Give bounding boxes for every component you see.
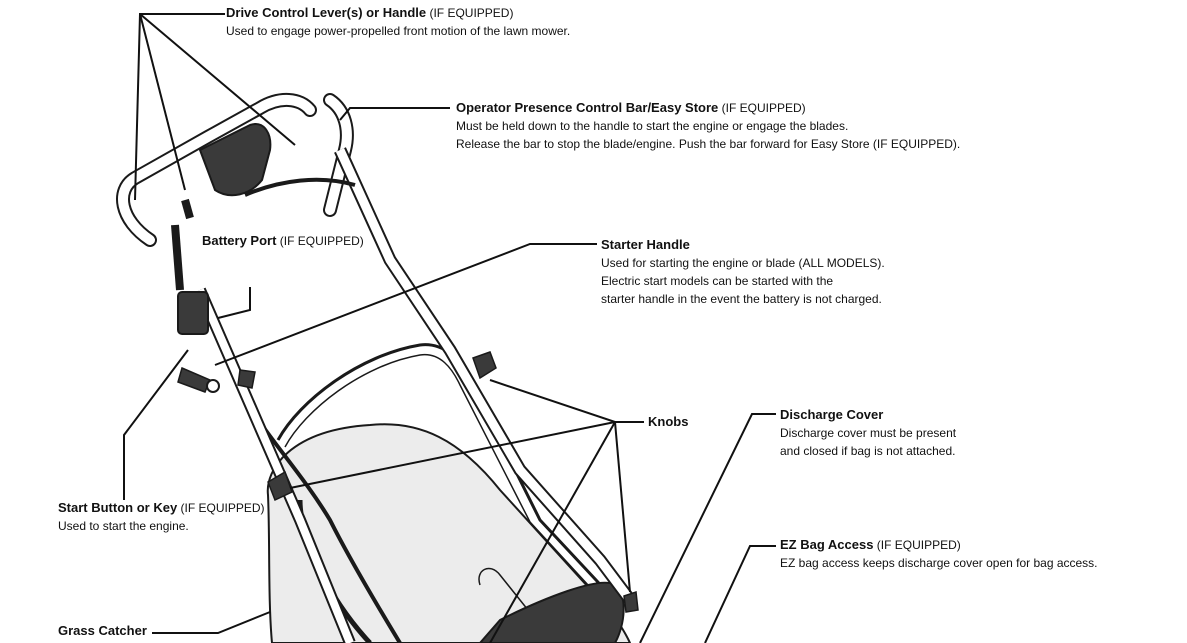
- label-opc-bar: Operator Presence Control Bar/Easy Store…: [456, 99, 960, 153]
- drive-control-title: Drive Control Lever(s) or Handle: [226, 5, 427, 20]
- label-battery-port: Battery Port (IF EQUIPPED): [202, 232, 364, 250]
- discharge-cover-title: Discharge Cover: [780, 407, 884, 422]
- discharge-desc-line-2: and closed if bag is not attached.: [780, 444, 956, 458]
- battery-port-title: Battery Port: [202, 233, 277, 248]
- knob-left-right: [237, 369, 256, 389]
- label-starter-handle: Starter Handle Used for starting the eng…: [601, 236, 885, 308]
- control-cable-top: [244, 177, 356, 197]
- bag-slot: [478, 567, 541, 626]
- grass-catcher-bag: [266, 423, 632, 643]
- drive-lever: [181, 198, 194, 220]
- knobs-title: Knobs: [648, 414, 689, 429]
- knob-left-upper: [177, 366, 211, 393]
- opc-qualifier: (IF EQUIPPED): [721, 101, 806, 115]
- start-button-housing: [177, 291, 209, 335]
- battery-port-qualifier: (IF EQUIPPED): [279, 234, 364, 248]
- start-button-qualifier: (IF EQUIPPED): [180, 501, 265, 515]
- bag-frame-inner: [284, 353, 601, 599]
- opc-housing: [198, 123, 272, 197]
- ez-bag-qualifier: (IF EQUIPPED): [876, 538, 961, 552]
- lower-left-tube-fill: [196, 288, 354, 643]
- starter-desc-line-3: starter handle in the event the battery …: [601, 292, 882, 306]
- drive-control-qualifier: (IF EQUIPPED): [429, 6, 514, 20]
- knob-lower-left: [267, 470, 293, 502]
- knob-lower-right: [623, 590, 639, 613]
- label-ez-bag-access: EZ Bag Access (IF EQUIPPED) EZ bag acces…: [780, 536, 1098, 572]
- left-vertical-rod: [171, 224, 184, 291]
- label-discharge-cover: Discharge Cover Discharge cover must be …: [780, 406, 956, 460]
- drive-control-desc: Used to engage power-propelled front mot…: [226, 24, 571, 38]
- label-grass-catcher: Grass Catcher: [58, 622, 147, 640]
- ez-bag-title: EZ Bag Access: [780, 537, 874, 552]
- knob-ring: [206, 379, 220, 393]
- label-start-button: Start Button or Key (IF EQUIPPED) Used t…: [58, 499, 265, 535]
- start-button-title: Start Button or Key: [58, 500, 178, 515]
- ez-bag-desc: EZ bag access keeps discharge cover open…: [780, 556, 1098, 570]
- opc-desc-line-1: Must be held down to the handle to start…: [456, 119, 849, 133]
- opc-title: Operator Presence Control Bar/Easy Store: [456, 100, 719, 115]
- knob-right-upper: [472, 351, 497, 380]
- start-button-desc: Used to start the engine.: [58, 519, 189, 533]
- opc-desc-line-2: Release the bar to stop the blade/engine…: [456, 137, 961, 151]
- right-long-tube-fill: [335, 148, 634, 603]
- label-knobs: Knobs: [648, 413, 688, 431]
- starter-desc-line-2: Electric start models can be started wit…: [601, 274, 834, 288]
- grass-catcher-title: Grass Catcher: [58, 623, 147, 638]
- leader-lines: [123, 13, 776, 643]
- starter-desc-line-1: Used for starting the engine or blade (A…: [601, 256, 885, 270]
- starter-handle-title: Starter Handle: [601, 237, 690, 252]
- left-handle-tube-fill: [118, 95, 315, 245]
- label-drive-control: Drive Control Lever(s) or Handle (IF EQU…: [226, 4, 570, 40]
- discharge-desc-line-1: Discharge cover must be present: [780, 426, 957, 440]
